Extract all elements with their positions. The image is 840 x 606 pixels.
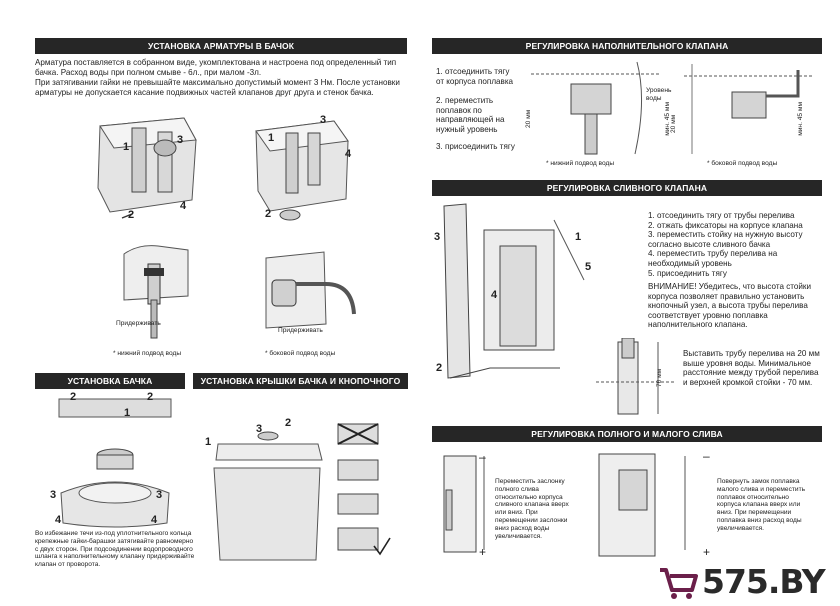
fittings-paragraph-1: Арматура поставляется в собранном виде, … [35,58,397,77]
button-mount-steps-illustration [337,423,391,556]
step-number: 1 [205,436,212,448]
section-header-fittings: УСТАНОВКА АРМАТУРЫ В БАЧОК [35,38,407,54]
step-number: 1 [123,141,130,153]
step-number: 5 [585,261,592,273]
tank-install-note: Во избежание течи из-под уплотнительного… [35,530,195,569]
site-logo: 575.BY [656,560,832,602]
dimension-label: 20 мм [525,109,533,129]
minus-sign: – [479,450,486,464]
cart-icon [660,568,698,599]
step-number: 2 [265,208,272,220]
fill-step-2: 2. переместить поплавок по направляющей … [436,96,505,134]
drain-step: 5. присоединить тягу [648,268,727,278]
step-number: 4 [345,148,352,160]
step-number: 3 [50,489,57,501]
tank-fittings-side-illustration [255,120,349,221]
section-header-drain-valve: РЕГУЛИРОВКА СЛИВНОГО КЛАПАНА [432,180,822,196]
step-number: 2 [436,362,443,374]
step-number: 3 [320,114,327,126]
fill-step-3: 3. присоединить тягу [436,142,515,151]
overflow-height-illustration [596,338,676,415]
drain-step: 4. переместить трубу перелива на необход… [648,249,778,268]
side-inlet-detail-illustration [265,251,356,329]
plus-sign: + [479,545,487,559]
full-flush-illustration [443,455,485,553]
step-number: 4 [55,514,62,526]
step-number: 3 [434,231,441,243]
step-number: 1 [124,407,131,419]
section-header-lid: УСТАНОВКА КРЫШКИ БАЧКА И КНОПОЧНОГО УЗЛА [193,373,408,402]
minus-sign: – [703,449,710,463]
tank-fittings-illustration [97,117,197,219]
drain-warning: ВНИМАНИЕ! Убедитесь, что высота стойки к… [648,282,811,330]
logo-text: 575.BY [702,562,826,601]
full-flush-instruction: Переместить заслонку полного слива относ… [495,478,569,540]
small-flush-instruction: Повернуть замок поплавка малого слива и … [717,478,806,532]
bottom-inlet-note: * нижний подвод воды [113,350,182,357]
dimension-label: 20 мм [670,114,678,134]
step-number: 1 [575,231,582,243]
step-number: 3 [256,423,263,435]
step-number: 4 [491,289,498,301]
step-number: 2 [128,209,135,221]
hold-label: Придерживать [278,327,323,334]
side-inlet-note: * боковой подвод воды [707,160,778,167]
water-level-label: Уровень воды [646,87,672,102]
section-header-tank: УСТАНОВКА БАЧКА [35,373,185,389]
side-inlet-note: * боковой подвод воды [265,350,336,357]
step-number: 4 [151,514,158,526]
drain-step: 1. отсоединить тягу от трубы перелива [648,211,795,220]
step-number: 2 [147,391,154,403]
section-header-flush: РЕГУЛИРОВКА ПОЛНОГО И МАЛОГО СЛИВА [432,426,822,442]
step-number: 3 [156,489,163,501]
dimension-label: 70 мм [656,368,664,388]
drain-step: 3. переместить стойку на нужную высоту с… [648,230,803,249]
plus-sign: + [703,545,711,559]
step-number: 2 [70,391,77,403]
drain-steps-list: 1. отсоединить тягу от трубы перелива 2.… [648,211,828,278]
step-number: 2 [285,417,292,429]
fill-valve-side-illustration [684,64,812,154]
drain-valve-illustration [443,203,585,379]
small-flush-illustration [598,453,686,557]
step-number: 3 [177,134,184,146]
fill-valve-bottom-illustration [531,61,659,155]
step-number: 1 [268,132,275,144]
step-number: 4 [180,200,187,212]
section-header-fill-valve: РЕГУЛИРОВКА НАПОЛНИТЕЛЬНОГО КЛАПАНА [432,38,822,54]
bottom-inlet-detail-illustration [123,245,189,339]
tank-install-illustration [58,398,172,528]
lid-install-illustration [213,431,323,561]
bottom-inlet-note: * нижний подвод воды [546,160,615,167]
dimension-label: мин. 45 мм [796,102,804,136]
hold-label: Придерживать [116,320,161,327]
fittings-paragraph-2: При затягивании гайки не превышайте макс… [35,78,400,97]
drain-step: 2. отжать фиксаторы на корпусе клапана [648,220,803,230]
fill-step-1: 1. отсоединить тягу от корпуса поплавка [436,67,514,86]
overflow-instruction: Выставить трубу перелива на 20 мм выше у… [683,349,820,387]
